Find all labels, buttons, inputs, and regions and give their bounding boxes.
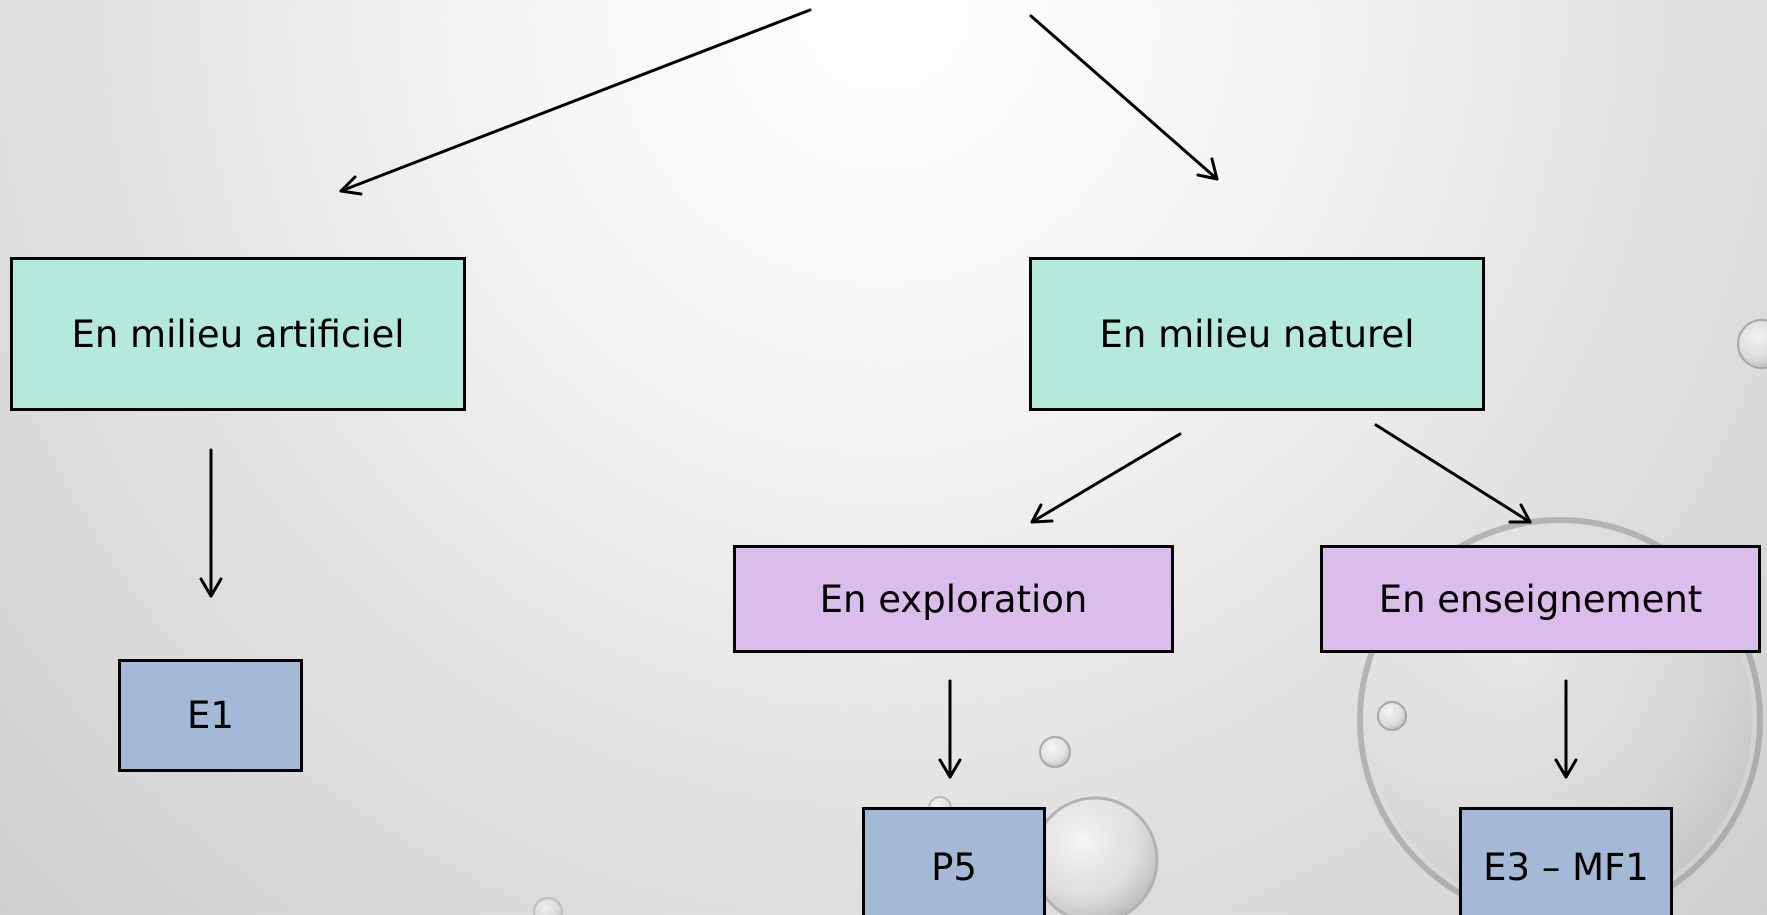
water-drop: [1039, 736, 1071, 768]
node-milieu-naturel: En milieu naturel: [1029, 257, 1485, 411]
arrow-enseignement-to-e3-mf1: [1554, 679, 1578, 779]
node-milieu-artificiel: En milieu artificiel: [10, 257, 466, 411]
node-e1: E1: [118, 659, 303, 772]
water-drop: [1737, 319, 1767, 369]
arrow-exploration-to-p5: [938, 679, 962, 779]
arrow-root-to-artificiel: [339, 8, 812, 196]
arrow-artificiel-to-e1: [199, 448, 223, 598]
water-drop: [1357, 517, 1763, 915]
water-drop: [533, 897, 563, 915]
node-exploration: En exploration: [733, 545, 1174, 653]
arrow-naturel-to-enseignement: [1374, 423, 1532, 524]
node-p5: P5: [862, 807, 1046, 915]
node-enseignement: En enseignement: [1320, 545, 1761, 653]
node-e3-mf1: E3 – MF1: [1459, 807, 1673, 915]
arrow-naturel-to-exploration: [1030, 432, 1182, 524]
arrow-root-to-naturel: [1029, 14, 1219, 181]
water-drop: [1377, 701, 1407, 731]
